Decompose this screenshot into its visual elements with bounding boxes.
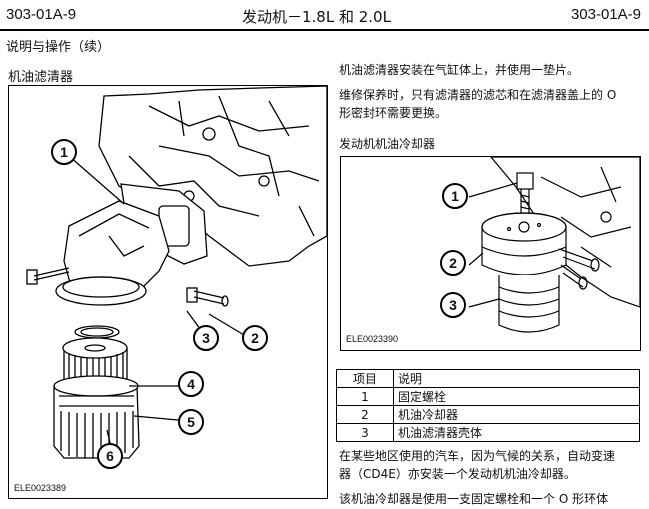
page-title: 发动机－1.8L 和 2.0L [242,8,391,26]
table-cell-description: 机油冷却器 [393,405,640,424]
table-row: 1 固定螺栓 [336,387,640,406]
callout-4: 4 [178,371,204,397]
callout-6: 6 [97,443,123,469]
cooler-mount-note: 该机油冷却器是使用一支固定螺栓和一个 O 形环体 [339,492,609,506]
header-rule [0,29,649,31]
table-header-row: 项目 说明 [336,369,640,388]
table-row: 2 机油冷却器 [336,405,640,424]
oil-filter-figure: 1 2 3 4 5 6 ELE0023389 [8,85,328,499]
figure-id: ELE0023389 [14,483,67,493]
cooler-callout-3: 3 [440,292,466,318]
section-title: 说明与操作（续） [6,40,111,55]
parts-table: 项目 说明 1 固定螺栓 2 机油冷却器 3 机油滤清器壳体 [336,369,640,442]
oil-cooler-figure: 1 2 3 ELE0023390 [340,156,641,351]
callout-3: 3 [193,325,219,351]
table-cell-description: 机油滤清器壳体 [393,423,640,442]
oil-cooler-heading: 发动机机油冷却器 [339,137,436,151]
table-row: 3 机油滤清器壳体 [336,423,640,442]
maintenance-note-line1: 维修保养时，只有滤清器的滤芯和在滤清器盖上的 O [339,88,617,102]
table-header-item: 项目 [336,369,394,388]
cooler-callout-2: 2 [440,250,466,276]
filter-description: 机油滤清器安装在气缸体上，并使用一垫片。 [339,63,580,77]
table-cell-description: 固定螺栓 [393,387,640,406]
table-cell-item: 2 [336,405,394,424]
table-header-description: 说明 [393,369,640,388]
oil-cooler-illustration [468,157,640,333]
callout-1: 1 [51,139,77,165]
page-code-right: 303-01A-9 [570,6,641,23]
table-cell-item: 1 [336,387,394,406]
cooler-callout-1: 1 [442,183,468,209]
maintenance-note-line2: 形密封环需要更换。 [339,106,448,120]
callout-5: 5 [178,409,204,435]
oil-filter-illustration [26,86,327,459]
oil-filter-heading: 机油滤清器 [8,70,74,85]
climate-note-line2: 器（CD4E）亦安装一个发动机机油冷却器。 [339,467,576,481]
table-cell-item: 3 [336,423,394,442]
climate-note-line1: 在某些地区使用的汽车，因为气候的关系，自动变速 [339,449,616,463]
cooler-figure-id: ELE0023390 [346,334,399,344]
page-code-left: 303-01A-9 [6,6,77,23]
callout-2: 2 [242,325,268,351]
